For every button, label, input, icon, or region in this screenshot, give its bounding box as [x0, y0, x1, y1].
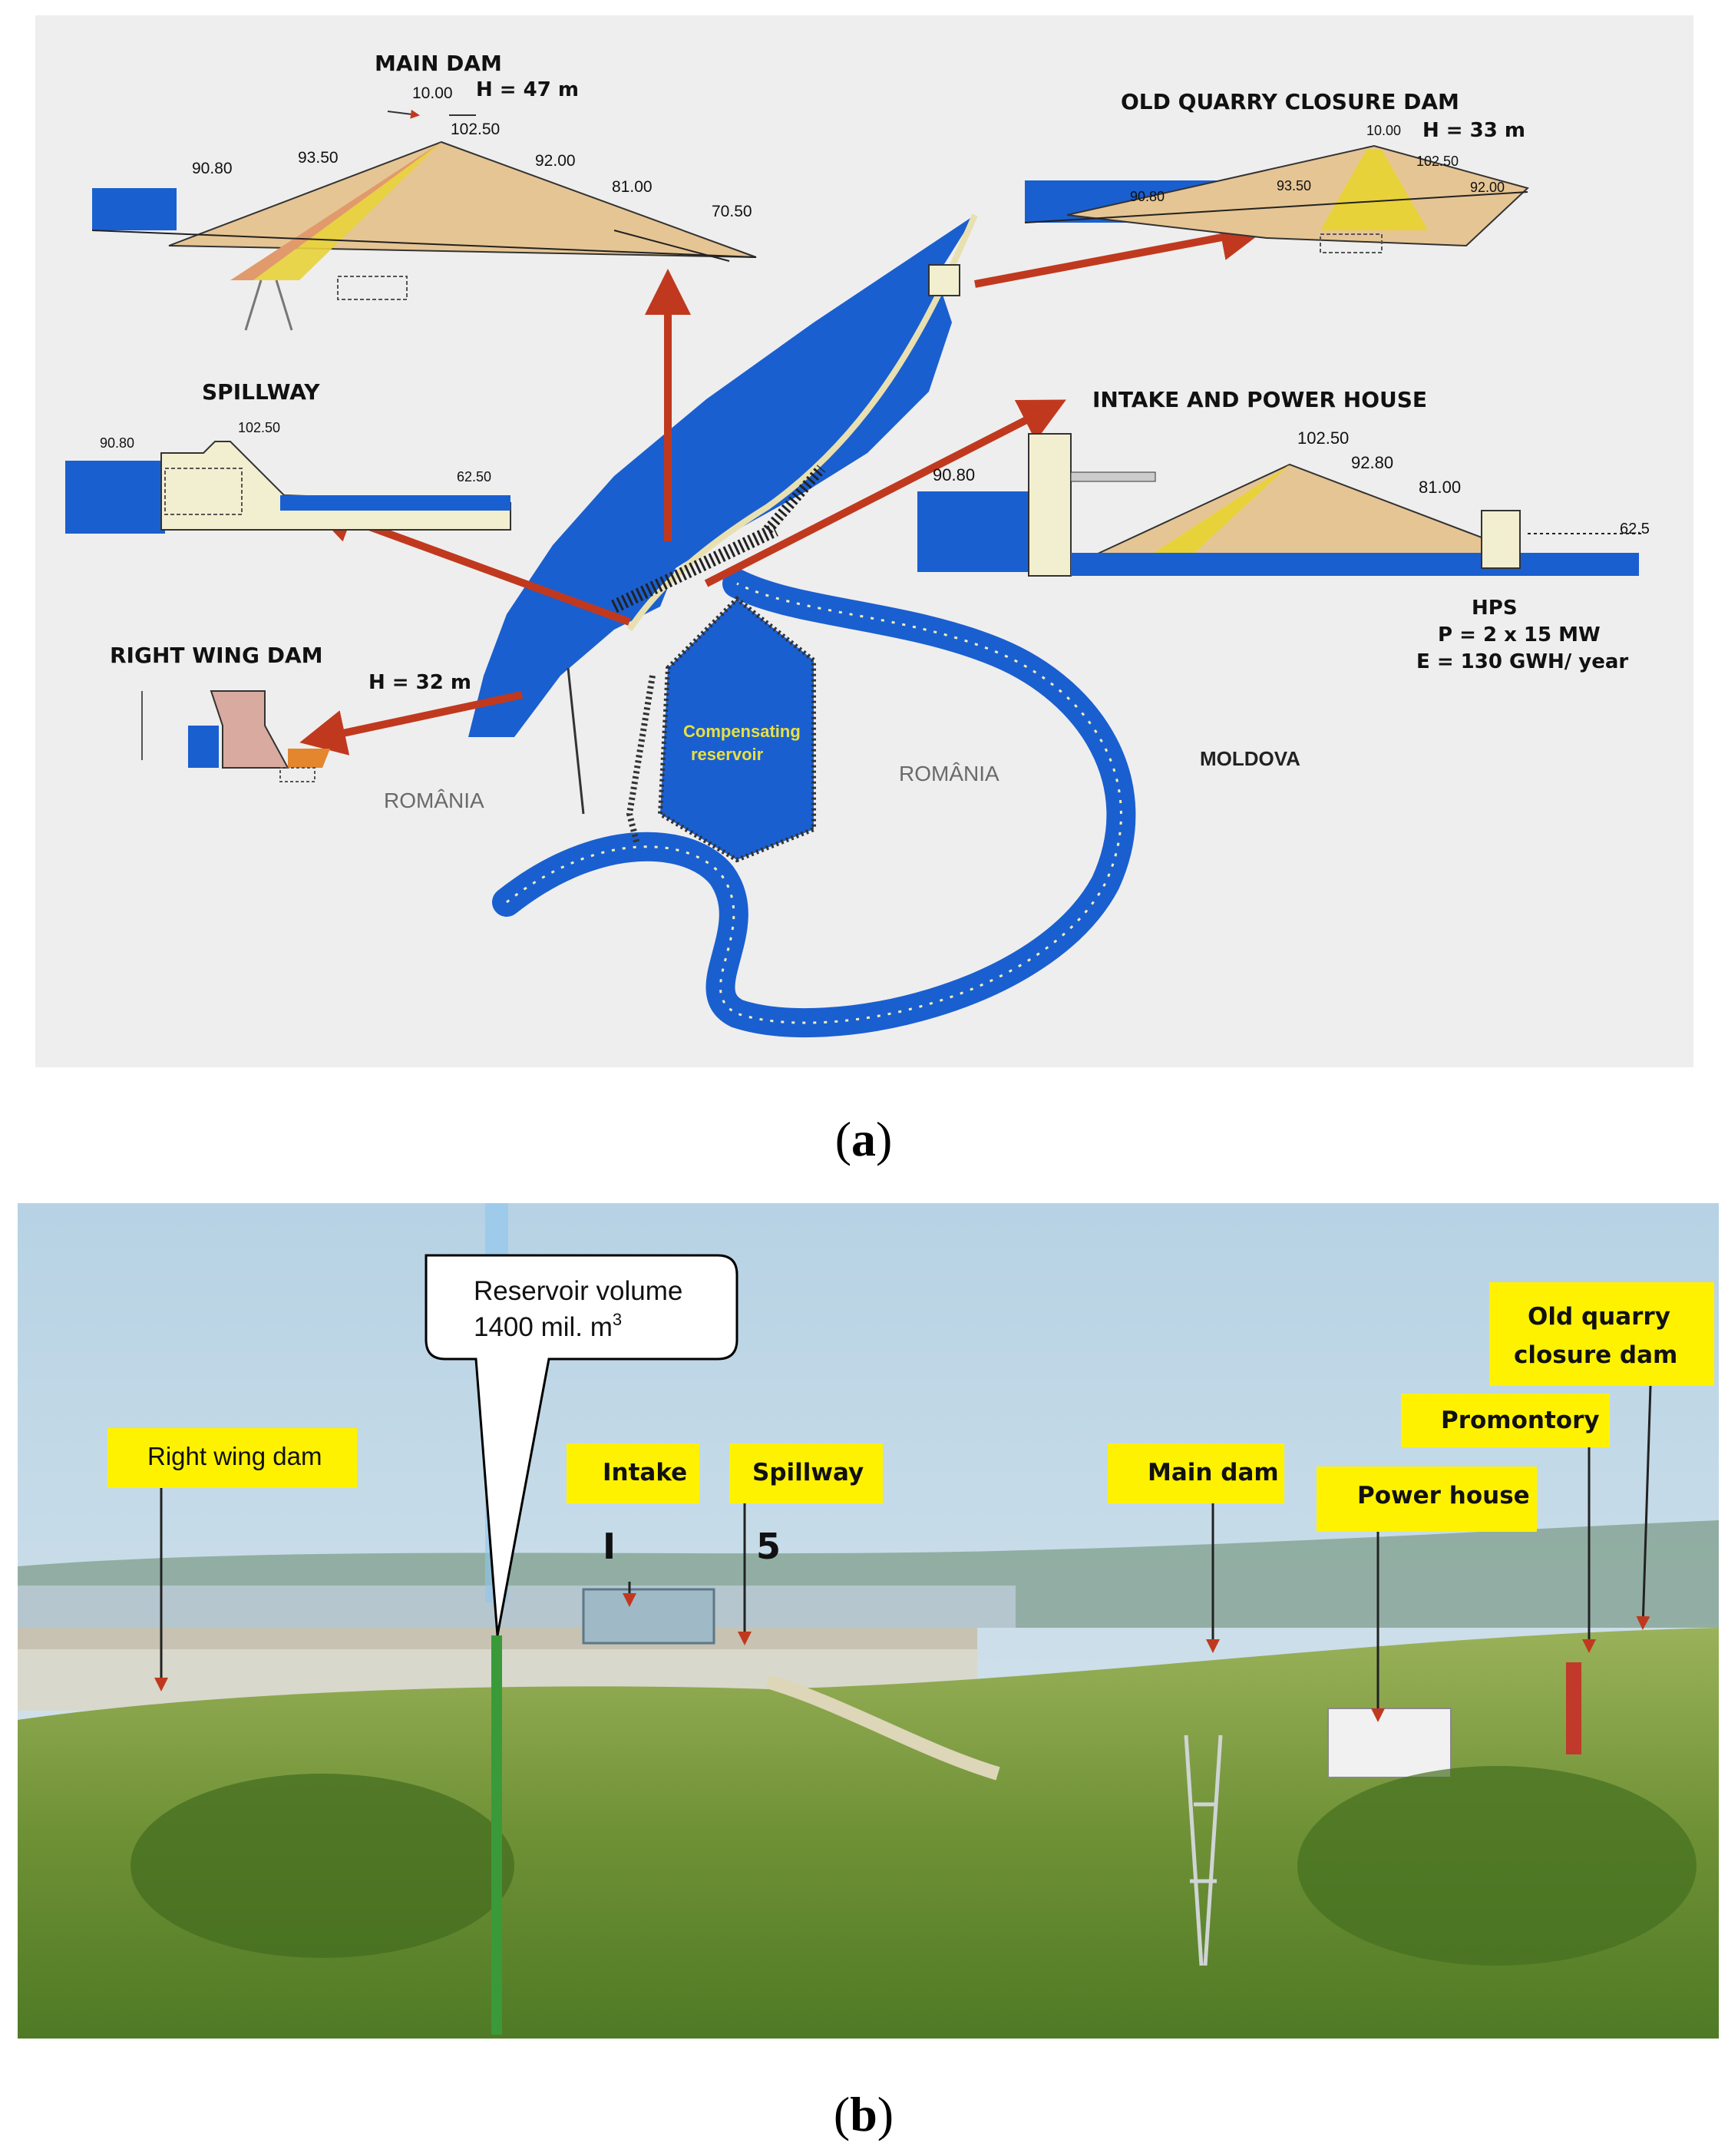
label-promontory-box — [1401, 1394, 1610, 1447]
main-dam-elev-1: 90.80 — [192, 160, 233, 177]
caption-a: (a) — [835, 1112, 893, 1166]
spillway-title: SPILLWAY — [202, 379, 320, 405]
label-spillway-box — [729, 1443, 883, 1503]
quarry-dam-elev-3: 102.50 — [1416, 154, 1459, 169]
quarry-dam-plan — [928, 264, 960, 296]
label-main-dam: Main dam — [1148, 1459, 1279, 1486]
panel-b-photo — [18, 1203, 1719, 2039]
number-spillway: 5 — [756, 1526, 781, 1567]
intake-elev-2: 102.50 — [1297, 428, 1349, 448]
label-old-quarry-2: closure dam — [1514, 1341, 1677, 1369]
right-wing-height: H = 32 m — [368, 671, 471, 694]
intake-elev-5: 62.5 — [1620, 521, 1650, 537]
callout-line-2: 1400 mil. m3 — [474, 1310, 622, 1342]
panel-a-drawing: MAIN DAM H = 47 m 10.00 90.80 93.50 102.… — [35, 15, 1693, 1067]
intake-section — [917, 433, 1643, 577]
photo-trees-right — [1297, 1766, 1697, 1966]
main-dam-elev-3: 102.50 — [451, 121, 500, 138]
label-promontory: Promontory — [1441, 1407, 1600, 1434]
hps-name: HPS — [1472, 597, 1518, 620]
label-right-wing-dam: Right wing dam — [147, 1442, 322, 1470]
photo-power-house — [1327, 1708, 1452, 1778]
label-right-wing-dam-box — [107, 1428, 357, 1488]
quarry-dam-elev-4: 92.00 — [1470, 180, 1505, 195]
photo-leader-lines — [154, 1385, 1652, 1722]
main-dam-elev-6: 70.50 — [712, 203, 752, 220]
quarry-dam-crest-width: 10.00 — [1366, 123, 1401, 138]
main-dam-section — [91, 109, 757, 331]
photo-reservoir-water — [18, 1586, 1016, 1628]
volume-callout — [425, 1254, 738, 1636]
compensating-label-2: reservoir — [691, 745, 764, 764]
label-spillway: Spillway — [752, 1459, 864, 1486]
right-wing-dam-section — [141, 690, 330, 782]
quarry-dam-elev-2: 93.50 — [1277, 178, 1311, 193]
main-dam-elev-5: 81.00 — [612, 178, 653, 196]
compensating-reservoir — [657, 595, 816, 863]
main-dam-elev-2: 93.50 — [298, 149, 339, 167]
spillway-elev-2: 102.50 — [238, 420, 280, 435]
country-moldova: MOLDOVA — [1200, 747, 1300, 770]
caption-b: (b) — [834, 2087, 894, 2141]
quarry-dam-elev-1: 90.80 — [1130, 189, 1165, 204]
callout-line-1: Reservoir volume — [474, 1276, 682, 1306]
label-power-house: Power house — [1357, 1482, 1530, 1510]
quarry-dam-title: OLD QUARRY CLOSURE DAM — [1121, 89, 1459, 114]
photo-trees-left — [131, 1774, 514, 1958]
intake-elev-4: 81.00 — [1419, 478, 1461, 497]
main-dam-crest-width: 10.00 — [412, 84, 453, 102]
intake-title: INTAKE AND POWER HOUSE — [1092, 387, 1427, 412]
compensating-dike — [626, 675, 656, 845]
spillway-elev-3: 62.50 — [457, 469, 491, 484]
arrow-to-intake — [704, 399, 1066, 587]
label-intake: Intake — [603, 1459, 687, 1486]
photo-intake-structure — [582, 1588, 715, 1645]
country-romania-left: ROMÂNIA — [384, 789, 484, 812]
label-old-quarry-1: Old quarry — [1528, 1303, 1670, 1331]
right-wing-title: RIGHT WING DAM — [110, 643, 322, 668]
compensating-label-1: Compensating — [683, 722, 801, 741]
spillway-elev-1: 90.80 — [100, 435, 134, 451]
label-power-house-box — [1317, 1467, 1537, 1532]
label-old-quarry-box — [1489, 1282, 1714, 1386]
photo-labels: Right wing dam Intake Spillway Main dam … — [107, 1282, 1714, 1532]
dam-crest-band — [626, 213, 978, 632]
main-dam-height: H = 47 m — [476, 78, 579, 101]
number-intake: I — [603, 1526, 616, 1567]
intake-elev-1: 90.80 — [933, 465, 975, 484]
arrow-to-right-wing — [299, 691, 524, 756]
volume-pole — [491, 1635, 502, 2035]
channel-line — [567, 667, 585, 815]
photo-pylon — [1184, 1734, 1223, 1966]
leader-old-quarry — [1636, 1385, 1652, 1630]
photo-road — [765, 1675, 1000, 1781]
arrow-to-quarry-dam — [974, 214, 1267, 288]
hps-energy: E = 130 GWH/ year — [1416, 650, 1628, 673]
main-dam-elev-4: 92.00 — [535, 152, 576, 170]
quarry-dam-height: H = 33 m — [1422, 119, 1525, 142]
hps-power: P = 2 x 15 MW — [1438, 623, 1601, 646]
photo-chimney — [1566, 1662, 1581, 1754]
label-main-dam-box — [1108, 1443, 1284, 1503]
quarry-dam-section — [1024, 144, 1529, 253]
main-dam-title: MAIN DAM — [375, 51, 502, 76]
label-intake-box — [567, 1443, 699, 1503]
river-bank-line — [506, 582, 1122, 1024]
country-romania-right: ROMÂNIA — [899, 762, 999, 785]
spillway-section — [65, 441, 511, 534]
intake-elev-3: 92.80 — [1351, 453, 1393, 472]
